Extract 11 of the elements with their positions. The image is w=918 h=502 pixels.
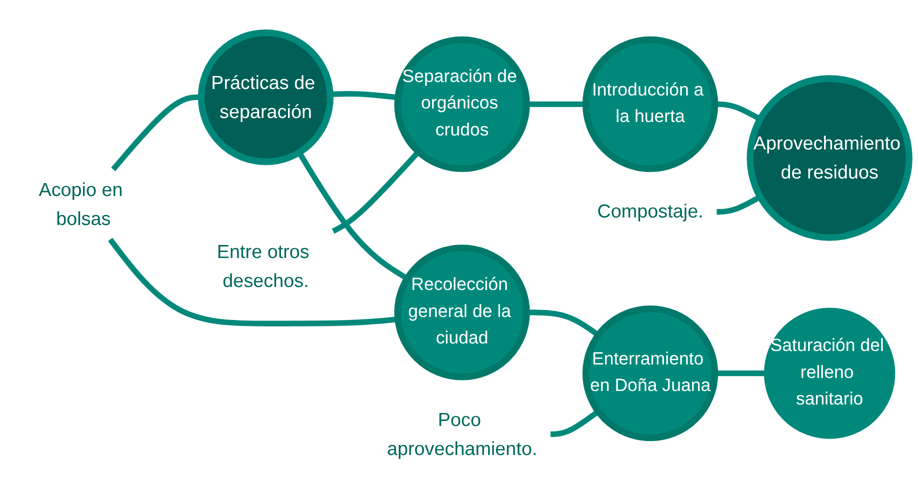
node-text: Acopio en bolsas [38, 179, 123, 229]
node-text: Poco aprovechamiento. [386, 409, 538, 459]
node-text: Compostaje. [597, 200, 704, 222]
node-circle: Enterramiento en Doña Juana [582, 305, 718, 442]
node-circle: Saturación del relleno sanitario [764, 308, 896, 439]
node-circle: Prácticas de separación [198, 29, 334, 166]
node-circle: Introducción a la huerta [582, 36, 718, 172]
node-text: Entre otros desechos. [216, 241, 310, 291]
node-circle: Separación de orgánicos crudos [394, 36, 530, 172]
node-circle: Recolección general de la ciudad [394, 244, 530, 380]
node-circle: Aprovechamiento de residuos [746, 75, 912, 241]
